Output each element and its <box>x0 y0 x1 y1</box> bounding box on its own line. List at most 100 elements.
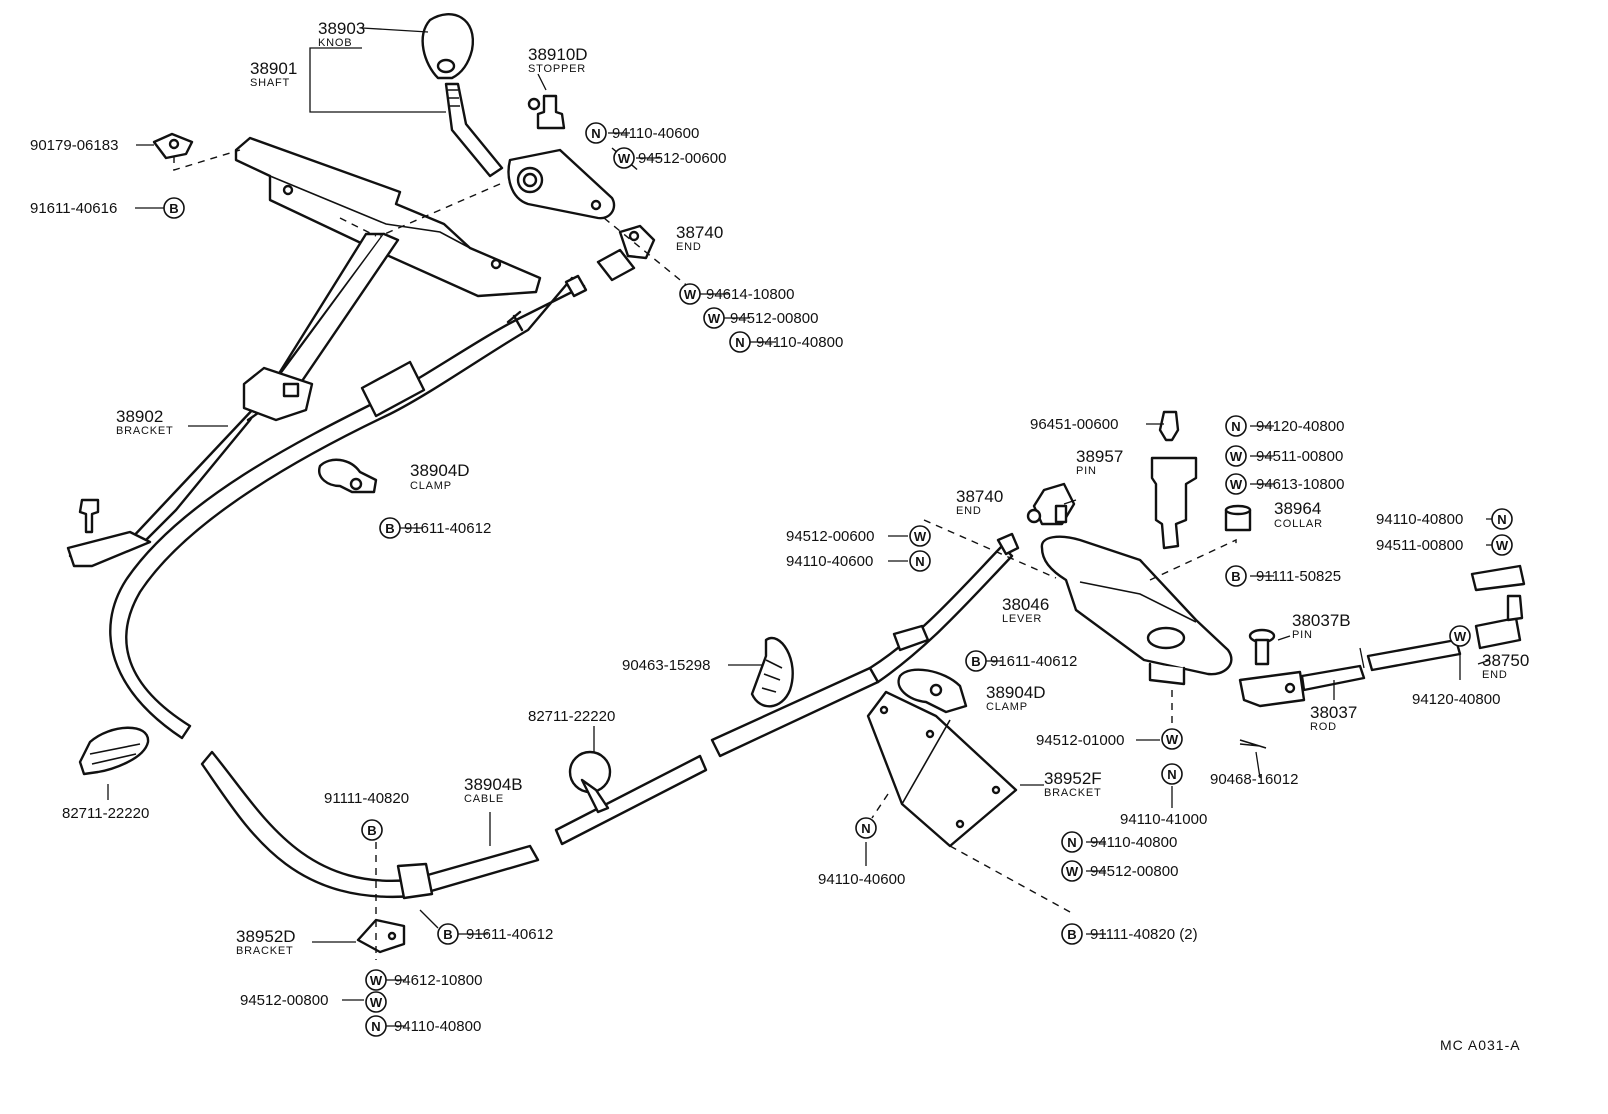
part-callout: 94120-40800 <box>1412 691 1500 708</box>
bracket-38952f-drawing <box>866 690 1018 848</box>
lever-drawing <box>1040 535 1233 686</box>
part-symbol-circle <box>1491 508 1513 530</box>
part-symbol-letter: W <box>1230 477 1243 492</box>
clamp-lower-number: 38904D <box>986 683 1046 702</box>
rod-end-drawing <box>1470 564 1526 650</box>
part-symbol-circle <box>1225 565 1247 587</box>
part-number-label: 94612-10800 <box>394 972 482 989</box>
part-number-label: 94120-40800 <box>1412 691 1500 708</box>
part-symbol-circle <box>163 197 185 219</box>
part-number-label: 94110-41000 <box>1120 811 1207 828</box>
bracket-main-number: 38902 <box>116 407 163 426</box>
symbol-n-94110-40600: N <box>855 817 877 839</box>
nut-90179-drawing <box>152 132 194 160</box>
pin-rod-number: 38037B <box>1292 611 1351 630</box>
part-symbol-letter: N <box>1231 419 1240 434</box>
part-symbol-letter: W <box>1066 864 1079 879</box>
part-symbol-circle <box>1061 831 1083 853</box>
rod-pin-drawing <box>1248 628 1276 666</box>
symbol-letter: N <box>861 821 870 836</box>
knob-name: KNOB <box>318 37 352 49</box>
part-symbol-circle <box>365 1015 387 1037</box>
rod-number: 38037 <box>1310 703 1357 722</box>
end-lower-number: 38740 <box>956 487 1003 506</box>
part-symbol-circle <box>613 147 635 169</box>
lower-end-drawing <box>1026 482 1076 526</box>
part-symbol-letter: B <box>1231 569 1240 584</box>
part-symbol-letter: B <box>443 927 452 942</box>
part-symbol-circle <box>585 122 607 144</box>
part-callout: W 94511-00800 <box>1376 534 1513 556</box>
bracket-f-number: 38952F <box>1044 769 1102 788</box>
part-number-label: 94511-00800 <box>1376 537 1463 554</box>
part-number-label: 90179-06183 <box>30 137 118 154</box>
part-symbol-circle <box>1061 923 1083 945</box>
part-symbol-circle <box>703 307 725 329</box>
grommet-middle-drawing <box>568 750 612 814</box>
part-symbol-letter: W <box>914 529 927 544</box>
part-number-label: 91611-40612 <box>990 653 1077 670</box>
end-upper-name: END <box>676 241 702 253</box>
part-symbol-letter: B <box>971 654 980 669</box>
part-number-label: 90468-16012 <box>1210 771 1298 788</box>
clamp-upper-number: 38904D <box>410 461 470 480</box>
part-symbol-letter: W <box>1496 538 1509 553</box>
part-symbol-letter: N <box>915 554 924 569</box>
pin-38957-drawing <box>1150 456 1198 550</box>
named-callouts: 38903 KNOB 38901 SHAFT 38910D STOPPER 38… <box>116 19 1529 957</box>
part-number-label: 94512-00600 <box>638 150 726 167</box>
part-symbol-circle <box>729 331 751 353</box>
cable-tie-drawing <box>750 636 794 708</box>
part-symbol-letter: B <box>1067 927 1076 942</box>
part-number-label: 94110-40800 <box>1090 834 1177 851</box>
part-callout: 82711-22220 <box>62 805 149 822</box>
part-number-label: 94511-00800 <box>1256 448 1343 465</box>
cable-38904b-drawing <box>109 274 1020 900</box>
part-symbol-letter: B <box>385 521 394 536</box>
rod-drawing <box>1238 638 1462 708</box>
part-symbol-circle <box>1225 473 1247 495</box>
diagram-code: MC A031-A <box>1440 1037 1521 1053</box>
clamp-upper-name: CLAMP <box>410 480 452 492</box>
grommet-left-drawing <box>78 726 150 776</box>
part-callout: 94512-01000 <box>1036 732 1124 749</box>
bracket-38902-drawing <box>66 232 400 568</box>
symbol-n-94110-41000: N <box>1161 763 1183 785</box>
part-number-label: 91111-40820 <box>324 790 409 807</box>
part-symbol-circle <box>1491 534 1513 556</box>
symbol-letter: W <box>1166 732 1179 747</box>
part-number-label: 94110-40800 <box>394 1018 481 1035</box>
part-symbol-letter: B <box>169 201 178 216</box>
bracket-38952d-drawing <box>356 918 406 954</box>
part-symbol-circle <box>1225 445 1247 467</box>
clamp-lower-name: CLAMP <box>986 701 1028 713</box>
part-symbol-circle <box>437 923 459 945</box>
rod-name: ROD <box>1310 721 1337 733</box>
symbol-letter: B <box>367 823 376 838</box>
part-number-label: 94512-01000 <box>1036 732 1124 749</box>
part-number-label: 94110-40600 <box>612 125 699 142</box>
part-callout: B 91611-40612 <box>965 650 1077 672</box>
end-rod-number: 38750 <box>1482 651 1529 670</box>
part-symbol-circle <box>965 650 987 672</box>
stopper-name: STOPPER <box>528 63 586 75</box>
standalone-symbols: B N W N W <box>361 625 1471 841</box>
part-number-label: 94614-10800 <box>706 286 794 303</box>
end-upper-number: 38740 <box>676 223 723 242</box>
upper-end-drawing <box>596 224 656 282</box>
part-symbol-letter: W <box>370 973 383 988</box>
part-number-label: 90463-15298 <box>622 657 710 674</box>
part-callout: 90468-16012 <box>1210 771 1298 788</box>
bracket-f-name: BRACKET <box>1044 787 1102 799</box>
